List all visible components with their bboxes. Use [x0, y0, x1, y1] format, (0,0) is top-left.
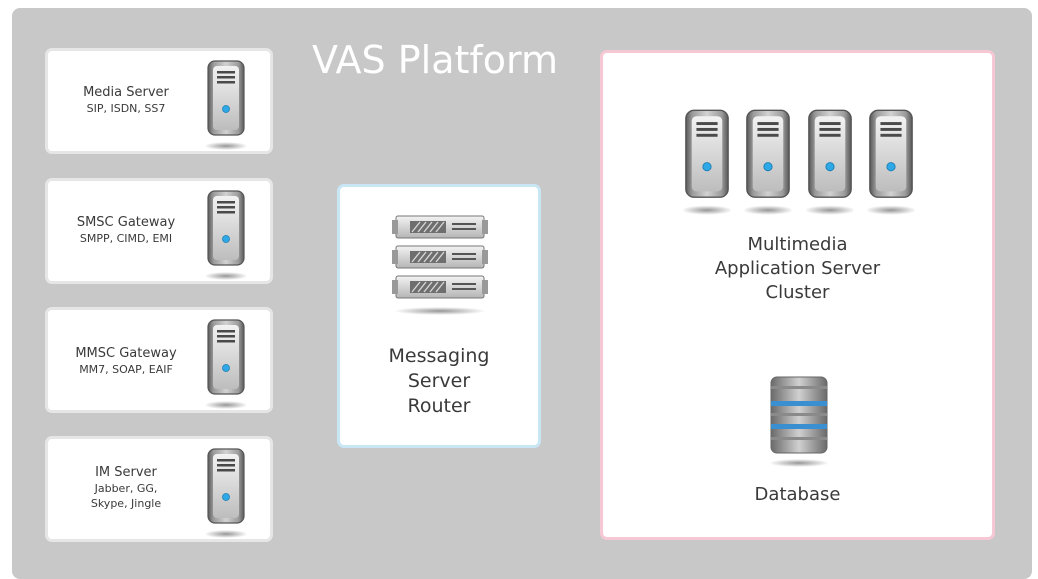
gateway-protocols: SIP, ISDN, SS7 — [86, 102, 166, 115]
router-label-line: Server — [407, 370, 471, 392]
server-tower-icon — [206, 318, 246, 410]
gateway-protocols: SMPP, CIMD, EMI — [79, 232, 173, 245]
cluster-label-line: Application Server — [714, 258, 881, 279]
rack-server-icon — [392, 215, 488, 315]
router-label-line: Messaging — [388, 345, 490, 367]
server-tower-icon — [206, 189, 246, 281]
database-icon — [769, 376, 829, 467]
router-label: Messaging Server Router — [340, 344, 538, 419]
cluster-label-line: Cluster — [765, 282, 830, 303]
server-tower-icon — [206, 447, 246, 539]
gateway-card-mmsc-gateway[interactable]: MMSC Gateway MM7, SOAP, EAIF — [45, 307, 273, 413]
router-card[interactable]: Messaging Server Router — [337, 184, 541, 448]
gateway-name: SMSC Gateway — [76, 215, 176, 230]
cluster-card[interactable]: Multimedia Application Server Cluster Da… — [600, 50, 995, 540]
server-tower-icon — [867, 108, 915, 216]
gateway-card-smsc-gateway[interactable]: SMSC Gateway SMPP, CIMD, EMI — [45, 178, 273, 284]
gateway-name: MMSC Gateway — [75, 346, 177, 361]
cluster-label-line: Multimedia — [747, 234, 848, 255]
gateway-protocols: Jabber, GG, — [94, 482, 158, 495]
platform-title: VAS Platform — [311, 38, 559, 82]
cluster-label: Multimedia Application Server Cluster — [603, 233, 992, 305]
server-tower-icon — [744, 108, 792, 216]
gateway-name: IM Server — [95, 465, 157, 480]
gateway-card-media-server[interactable]: Media Server SIP, ISDN, SS7 — [45, 48, 273, 154]
server-tower-icon — [683, 108, 731, 216]
database-label: Database — [754, 484, 841, 505]
gateway-protocols: MM7, SOAP, EAIF — [79, 363, 173, 376]
gateway-label: SMSC Gateway SMPP, CIMD, EMI — [56, 214, 196, 246]
gateway-name: Media Server — [83, 85, 169, 100]
gateway-protocols: Skype, Jingle — [90, 497, 162, 510]
gateway-label: MMSC Gateway MM7, SOAP, EAIF — [56, 345, 196, 377]
gateway-card-im-server[interactable]: IM Server Jabber, GG, Skype, Jingle — [45, 436, 273, 542]
router-label-line: Router — [407, 395, 471, 417]
gateway-label: Media Server SIP, ISDN, SS7 — [56, 84, 196, 116]
gateway-label: IM Server Jabber, GG, Skype, Jingle — [56, 464, 196, 511]
server-tower-icon — [806, 108, 854, 216]
server-tower-icon — [206, 59, 246, 151]
